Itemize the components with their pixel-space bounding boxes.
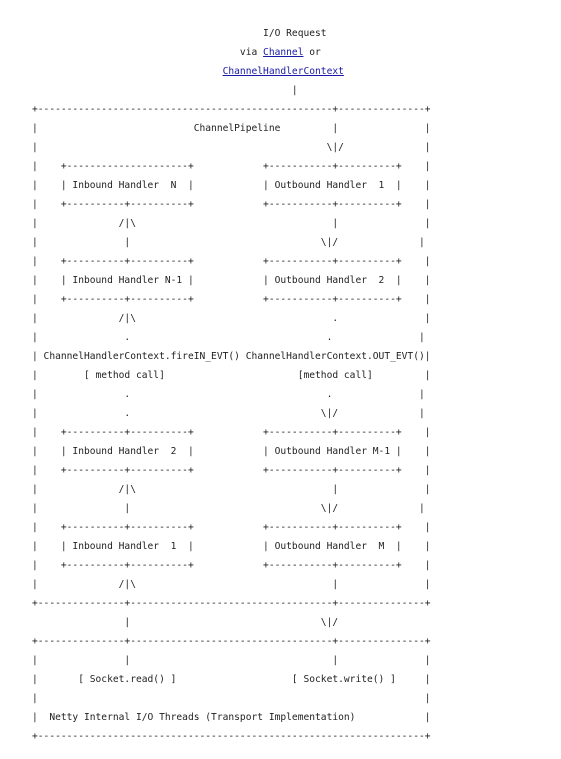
via-text: via — [32, 47, 264, 58]
diagram-line-7: | \|/ | — [32, 142, 431, 153]
channel-handler-context-link[interactable]: ChannelHandlerContext — [222, 66, 344, 77]
inbound-2-outbound-m1: | | Inbound Handler 2 | | Outbound Handl… — [32, 446, 431, 457]
threads-top-border: +---------------+-----------------------… — [32, 636, 431, 647]
arrow-line: | /|\ | | — [32, 484, 431, 495]
context-events-line: | ChannelHandlerContext.fireIN_EVT() Cha… — [32, 351, 431, 362]
arrow-line: | | \|/ | — [32, 237, 425, 248]
method-call-line: | [ method call] [method call] | — [32, 370, 431, 381]
diagram-line-1: I/O Request — [32, 28, 327, 39]
inbound-1-outbound-m: | | Inbound Handler 1 | | Outbound Handl… — [32, 541, 431, 552]
handler-box-border: | +----------+----------+ +-----------+-… — [32, 294, 431, 305]
netty-channel-pipeline-diagram: I/O Request via Channel or ChannelHandle… — [32, 24, 431, 746]
or-text: or — [303, 47, 321, 58]
handler-box-border: | +----------+----------+ +-----------+-… — [32, 427, 431, 438]
socket-calls-line: | [ Socket.read() ] [ Socket.write() ] | — [32, 674, 431, 685]
channel-link[interactable]: Channel — [263, 47, 304, 58]
arrow-line: | /|\ | | — [32, 218, 431, 229]
threads-line: | | | | — [32, 655, 431, 666]
arrow-line: | \|/ — [32, 617, 339, 628]
arrow-line: | /|\ . | — [32, 313, 431, 324]
threads-line: | | — [32, 693, 431, 704]
arrow-line: | . \|/ | — [32, 408, 425, 419]
indent — [32, 66, 223, 77]
arrow-line: | /|\ | | — [32, 579, 431, 590]
diagram-line-4: | — [32, 85, 298, 96]
inbound-n-outbound-1: | | Inbound Handler N | | Outbound Handl… — [32, 180, 431, 191]
handler-box-border: | +----------+----------+ +-----------+-… — [32, 465, 431, 476]
handler-box-border: | +----------+----------+ +-----------+-… — [32, 199, 431, 210]
handler-box-border: | +----------+----------+ +-----------+-… — [32, 560, 431, 571]
threads-bottom-border: +---------------------------------------… — [32, 731, 431, 742]
dots-line: | . . | — [32, 332, 425, 343]
inbound-n1-outbound-2: | | Inbound Handler N-1 | | Outbound Han… — [32, 275, 431, 286]
dots-line: | . . | — [32, 389, 425, 400]
pipeline-top-border: +---------------------------------------… — [32, 104, 431, 115]
arrow-line: | | \|/ | — [32, 503, 425, 514]
diagram-line-3: ChannelHandlerContext — [32, 62, 431, 81]
handler-box-border: | +---------------------+ +-----------+-… — [32, 161, 431, 172]
handler-box-border: | +----------+----------+ +-----------+-… — [32, 522, 431, 533]
pipeline-title-line: | ChannelPipeline | | — [32, 123, 431, 134]
handler-box-border: | +----------+----------+ +-----------+-… — [32, 256, 431, 267]
netty-threads-label: | Netty Internal I/O Threads (Transport … — [32, 712, 431, 723]
pipeline-bottom-border: +---------------+-----------------------… — [32, 598, 431, 609]
diagram-line-2: via Channel or — [32, 43, 431, 62]
